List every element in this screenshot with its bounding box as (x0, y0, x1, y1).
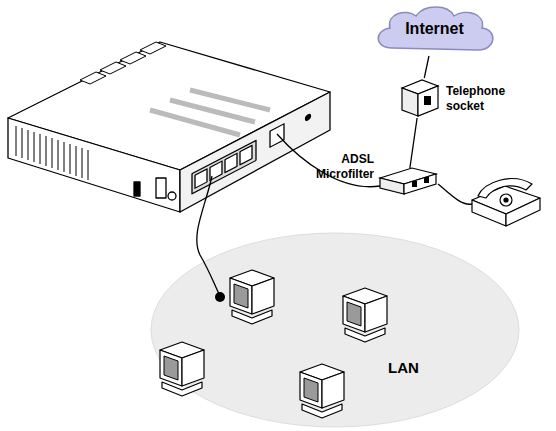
computer (343, 288, 387, 342)
computer (300, 364, 344, 418)
socket-outline (400, 78, 440, 118)
node-label: Telephone socket (446, 84, 512, 114)
filter-outline (378, 168, 438, 194)
wire-connector (410, 118, 417, 168)
computer (230, 270, 274, 324)
computer (160, 342, 204, 396)
dsl-cable (277, 134, 380, 187)
node-label: ADSL Microfilter (298, 152, 374, 182)
wire-connector (424, 56, 429, 78)
lan-cable (197, 176, 220, 296)
cable-plug (215, 292, 225, 302)
telephone (472, 179, 540, 226)
cloud-outline (372, 4, 497, 56)
microfilter-node: ADSL Microfilter (378, 168, 438, 194)
lan-ellipse: LAN (150, 232, 520, 428)
node-label: LAN (388, 360, 438, 375)
cloud-node: Internet (372, 4, 497, 56)
ellipse-outline (150, 232, 520, 428)
node-label: Internet (372, 21, 497, 36)
socket-node: Telephone socket (400, 78, 440, 118)
phone-cable (438, 184, 472, 204)
